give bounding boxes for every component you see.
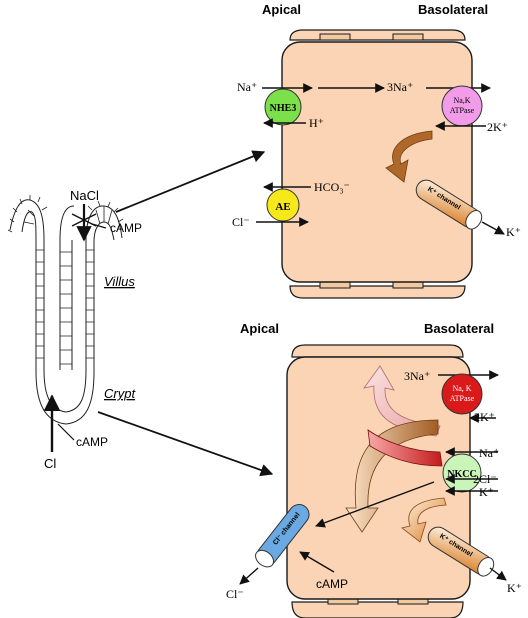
k-efflux-arrow: [481, 221, 505, 235]
k-in2-label: K⁺: [479, 485, 494, 499]
k-out-label: K⁺: [506, 225, 521, 239]
k-out-label: K⁺: [507, 581, 522, 595]
k-path-arrow: [345, 419, 439, 533]
tight-junction: [319, 33, 351, 41]
na-in-label: Na⁺: [479, 446, 499, 460]
na-nkcc-arrow: [367, 429, 443, 467]
basolateral-label: Basolateral: [418, 2, 488, 17]
neighbor-cell-bottom: [289, 285, 466, 299]
cl-out-label: Cl⁻: [226, 587, 244, 601]
pump-label-1: Na, K: [452, 384, 471, 393]
cl-label: Cl: [44, 456, 56, 471]
ae-label: AE: [275, 201, 290, 213]
k-recycling-arrow: [385, 130, 433, 183]
tight-junction: [392, 281, 424, 289]
villus-to-cell-arrow: [115, 150, 266, 213]
h-out-label: H⁺: [309, 116, 324, 130]
apical-label: Apical: [262, 2, 301, 17]
apical-label: Apical: [240, 321, 279, 336]
pump-label-2: ATPase: [450, 394, 475, 403]
brush-border: [7, 195, 124, 233]
camp-top-pointer: [91, 223, 107, 229]
cl-to-channel-arrow: [315, 481, 435, 528]
nhe3-label: NHE3: [270, 103, 297, 114]
na-out-label: 3Na⁺: [404, 369, 430, 383]
villus-cell-panel: Apical Basolateral Na⁺ 3Na⁺ NHE3 H⁺ Na,K…: [232, 2, 521, 299]
cl-channel: [255, 504, 310, 568]
na-k-atpase-pump: [441, 373, 483, 415]
basolateral-label: Basolateral: [424, 321, 494, 336]
cl-efflux-arrow: [239, 567, 259, 585]
ae-exchanger: [266, 188, 300, 222]
neighbor-cell-top: [289, 29, 466, 41]
pump-label-1: Na,K: [453, 96, 470, 105]
cl-in-label: Cl⁻: [232, 215, 250, 229]
k-to-channel-arrow: [401, 497, 447, 543]
inhibition-mark: [71, 213, 97, 227]
tight-junction: [392, 33, 424, 41]
camp-top-label: cAMP: [110, 221, 142, 235]
nacl-label: NaCl: [70, 188, 99, 203]
k-channel: [415, 179, 483, 230]
pump-label-2: ATPase: [450, 106, 475, 115]
cl-in-label: 2Cl⁻: [473, 472, 497, 486]
crypt-to-cell-arrow: [97, 411, 274, 477]
crypt-label: Crypt: [104, 386, 136, 401]
neighbor-cell-top: [291, 344, 464, 358]
camp-bottom-pointer: [57, 423, 75, 441]
camp-bottom-label: cAMP: [76, 435, 108, 449]
nkcc-label: NKCC: [447, 469, 476, 480]
na-out-label: 3Na⁺: [387, 80, 413, 94]
villus-crypt-sketch: NaCl cAMP Villus Crypt Cl cAMP: [7, 188, 142, 471]
k-in-label: 2K⁺: [474, 410, 495, 424]
k-channel: [427, 526, 495, 577]
k-in-label: 2K⁺: [487, 120, 508, 134]
nhe3-exchanger: [264, 88, 302, 126]
na-in-label: Na⁺: [237, 80, 257, 94]
camp-activation-arrow: [299, 551, 335, 573]
crypt-cell-panel: Apical Basolateral 3Na⁺ Na, K ATPase 2K⁺…: [226, 321, 522, 618]
epithelium-hatching: [23, 206, 113, 365]
camp-label: cAMP: [316, 577, 348, 591]
tight-junction: [319, 281, 351, 289]
neighbor-cell-bottom: [291, 601, 464, 618]
hco3-label: HCO₃⁻: [314, 180, 350, 194]
villus-cell-body: [281, 41, 473, 283]
k-efflux-arrow: [489, 567, 507, 581]
villus-label: Villus: [104, 274, 135, 289]
